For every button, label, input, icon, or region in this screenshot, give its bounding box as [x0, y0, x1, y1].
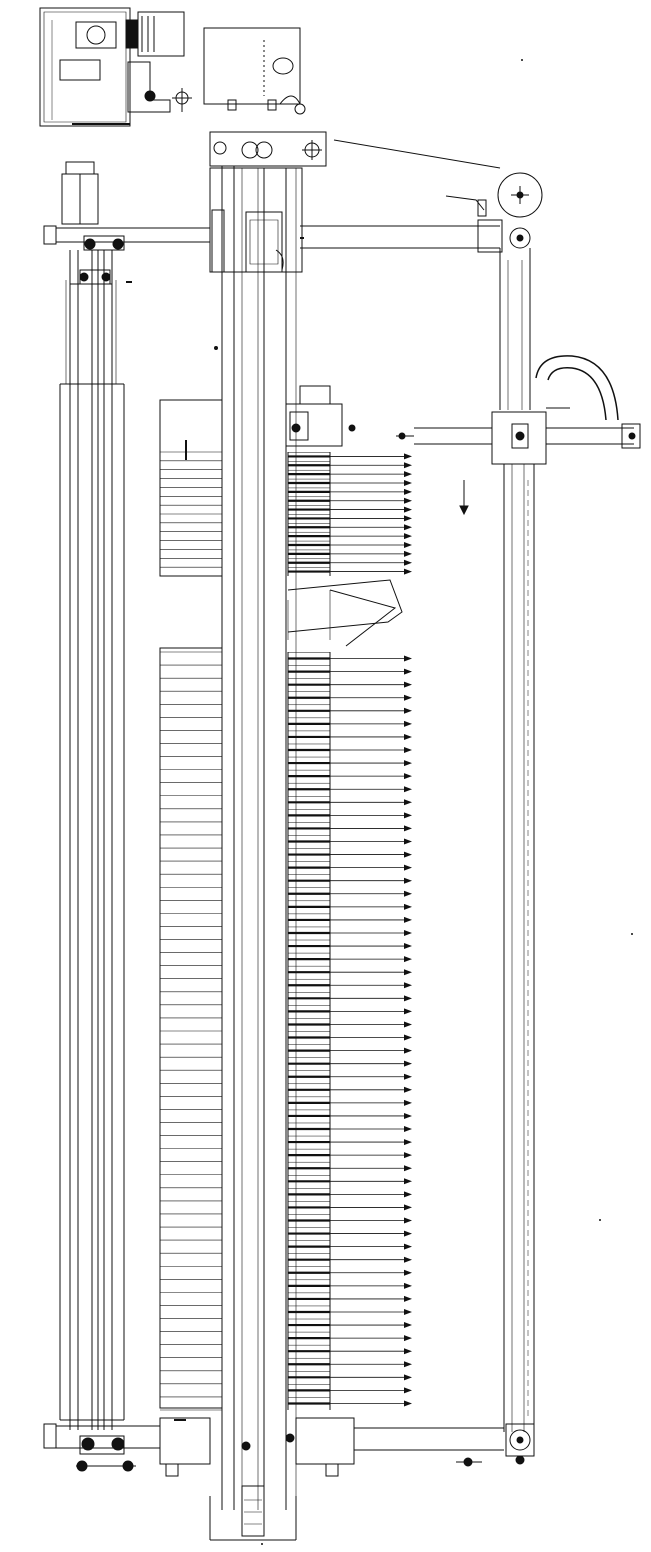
plate-handle — [404, 786, 412, 793]
plate-handle — [404, 542, 412, 548]
plate-handle — [404, 1335, 412, 1342]
lower-right-plate-stack — [288, 652, 412, 1410]
plate-handle — [404, 969, 412, 976]
plate-handle — [404, 559, 412, 566]
plate-handle — [404, 1165, 412, 1172]
plate-handle — [404, 1099, 412, 1106]
plate-handle — [404, 1126, 412, 1133]
plate-handle — [404, 1008, 412, 1015]
plate-handle — [404, 903, 412, 910]
plate-handle — [404, 1348, 412, 1355]
plate-handle — [404, 1047, 412, 1054]
plate-handle — [404, 1243, 412, 1250]
plate-shifter-track — [504, 464, 534, 1432]
lower-left-plate-stack — [160, 652, 222, 1410]
head-plate-assembly — [210, 132, 326, 272]
hose-loop — [536, 356, 618, 420]
control-box — [204, 28, 305, 114]
plate-handle — [404, 515, 412, 522]
plate-handle — [404, 1282, 412, 1289]
plate-handle — [404, 864, 412, 871]
plate-handle — [404, 825, 412, 832]
plate-handle — [404, 1256, 412, 1263]
plate-handle — [404, 877, 412, 884]
upper-tie-bar — [44, 220, 502, 252]
upper-left-plate-stack — [160, 452, 222, 576]
plate-handle — [404, 943, 412, 950]
plate-handle — [404, 1322, 412, 1329]
chain-drive-upper — [334, 140, 542, 410]
plate-handle — [404, 488, 412, 495]
plate-handle — [404, 747, 412, 754]
plate-handle — [404, 1112, 412, 1119]
plate-handle — [404, 1374, 412, 1381]
plate-handle — [404, 1308, 412, 1315]
carriage-cross-arm — [396, 412, 640, 514]
plate-handle — [404, 1139, 412, 1146]
plate-handle — [404, 1269, 412, 1276]
main-side-beam — [210, 166, 296, 1540]
plate-handle — [404, 1230, 412, 1237]
plate-handle — [404, 694, 412, 701]
plate-handle — [404, 1021, 412, 1028]
plate-handle — [404, 506, 412, 513]
left-hydraulic-cylinder — [60, 162, 132, 1430]
plate-handle — [404, 1178, 412, 1185]
plate-handle — [404, 916, 412, 923]
open-gap-cloth — [288, 580, 402, 646]
plate-handle — [404, 668, 412, 675]
plate-handle — [404, 995, 412, 1002]
plate-handle — [404, 681, 412, 688]
plate-handle — [404, 1034, 412, 1041]
plate-handle — [404, 655, 412, 662]
plate-handle — [404, 480, 412, 486]
drive-motor-assembly — [40, 8, 192, 126]
plate-handle — [404, 1217, 412, 1224]
plate-handle — [404, 890, 412, 897]
plate-handle — [404, 1295, 412, 1302]
plate-handle — [404, 550, 412, 557]
plate-handle — [404, 524, 412, 531]
plate-handle — [404, 533, 412, 540]
plate-handle — [404, 982, 412, 989]
plate-handle — [404, 453, 412, 460]
plate-handle — [404, 773, 412, 780]
plate-handle — [404, 497, 412, 504]
plate-handle — [404, 838, 412, 845]
plate-handle — [404, 733, 412, 740]
plate-handle — [404, 1086, 412, 1093]
plate-handle — [404, 462, 412, 469]
plate-handle — [404, 1400, 412, 1407]
plate-handle — [404, 1060, 412, 1067]
plate-handle — [404, 760, 412, 767]
plate-handle — [404, 812, 412, 819]
bottom-frame — [44, 1418, 534, 1476]
upper-right-plate-stack — [288, 452, 412, 576]
plate-handle — [404, 471, 412, 478]
scan-specks — [214, 59, 633, 1545]
plate-handle — [404, 799, 412, 806]
plate-handle — [404, 720, 412, 727]
plate-handle — [404, 1073, 412, 1080]
plate-handle — [404, 929, 412, 936]
lower-plate-frame — [160, 648, 222, 1408]
plate-handle — [404, 568, 412, 575]
plate-handle — [404, 1361, 412, 1368]
feed-inlet-block — [286, 386, 355, 446]
plate-handle — [404, 1152, 412, 1159]
plate-handle — [404, 956, 412, 963]
plate-handle — [404, 851, 412, 858]
plate-handle — [404, 1204, 412, 1211]
plate-handle — [404, 707, 412, 714]
plate-handle — [404, 1387, 412, 1394]
plate-handle — [404, 1191, 412, 1198]
